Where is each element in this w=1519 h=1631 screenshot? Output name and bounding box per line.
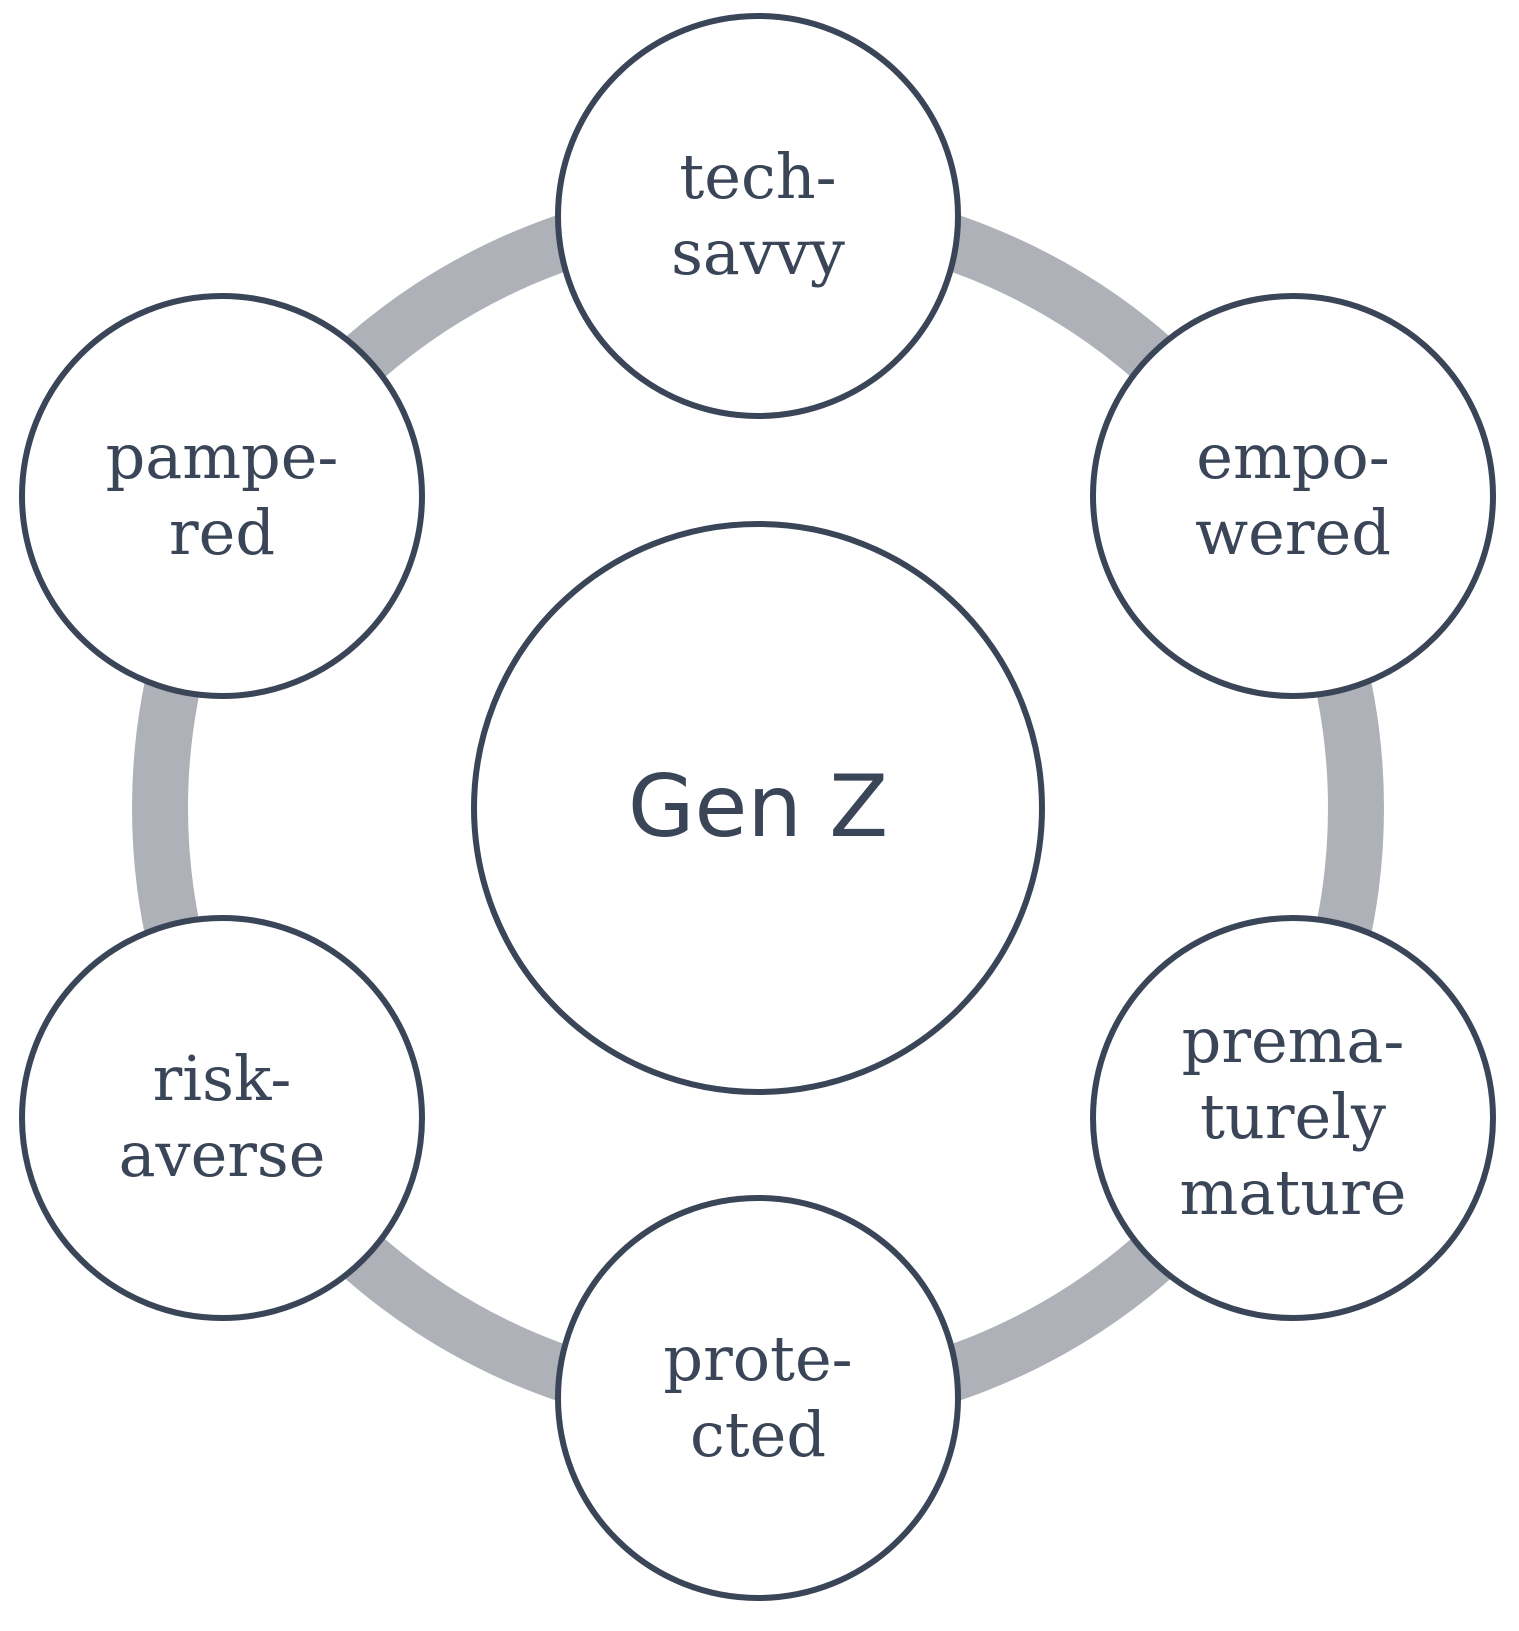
node-label-tech-savvy-line-2: savvy xyxy=(671,216,845,289)
node-pampered: pampe-red xyxy=(19,293,425,699)
node-circle-protected xyxy=(555,1195,961,1601)
node-label-risk-averse-line-1: risk- xyxy=(153,1042,292,1115)
node-circle-tech-savvy xyxy=(555,13,961,419)
node-label-empowered-line-1: empo- xyxy=(1196,420,1389,493)
node-label-prematurely-mature-line-3: mature xyxy=(1180,1156,1407,1229)
node-label-pampered-line-1: pampe- xyxy=(106,420,339,493)
node-circle-risk-averse xyxy=(19,915,425,1321)
node-label-prematurely-mature-line-2: turely xyxy=(1200,1080,1386,1153)
node-circle-empowered xyxy=(1090,293,1496,699)
node-circle-prematurely-mature xyxy=(1090,915,1496,1321)
node-tech-savvy: tech-savvy xyxy=(555,13,961,419)
node-empowered: empo-wered xyxy=(1090,293,1496,699)
outer-nodes: tech-savvyempo-weredprema-turelymaturepr… xyxy=(19,13,1496,1601)
node-circle-pampered xyxy=(19,293,425,699)
node-label-protected-line-2: cted xyxy=(690,1398,826,1471)
center-node: Gen Z xyxy=(471,521,1045,1095)
node-protected: prote-cted xyxy=(555,1195,961,1601)
node-label-risk-averse-line-2: averse xyxy=(119,1118,326,1191)
node-label-prematurely-mature-line-1: prema- xyxy=(1182,1004,1405,1077)
node-risk-averse: risk-averse xyxy=(19,915,425,1321)
node-label-protected-line-1: prote- xyxy=(663,1322,852,1395)
center-label: Gen Z xyxy=(628,757,888,857)
center-circle xyxy=(471,521,1045,1095)
node-label-empowered-line-2: wered xyxy=(1195,496,1391,569)
node-label-pampered-line-2: red xyxy=(169,496,275,569)
node-label-tech-savvy-line-1: tech- xyxy=(679,140,836,213)
